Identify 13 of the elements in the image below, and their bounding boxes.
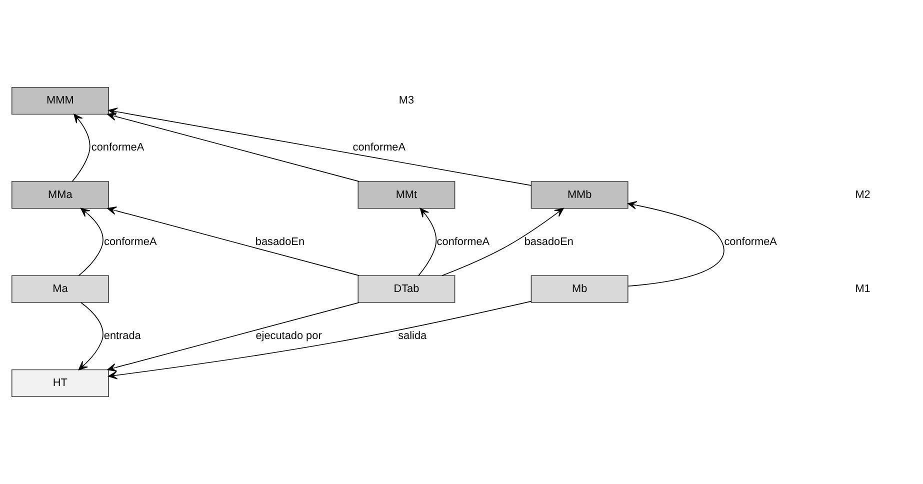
edge-label: conformeA bbox=[91, 142, 144, 154]
label: M1 bbox=[855, 282, 870, 295]
edge-label: ejecutado por bbox=[256, 330, 322, 342]
edge-label: conformeA bbox=[724, 236, 777, 248]
edge-label: basadoEn bbox=[524, 236, 574, 248]
edge-label: basadoEn bbox=[255, 236, 305, 248]
edge-label: conformeA bbox=[352, 142, 406, 154]
edge-label: salida bbox=[398, 330, 427, 342]
edge-label: entrada bbox=[104, 330, 141, 342]
label: M3 bbox=[398, 94, 414, 107]
label: M2 bbox=[855, 188, 870, 201]
edge-label: conformeA bbox=[436, 236, 490, 248]
edge-label: conformeA bbox=[104, 236, 157, 248]
